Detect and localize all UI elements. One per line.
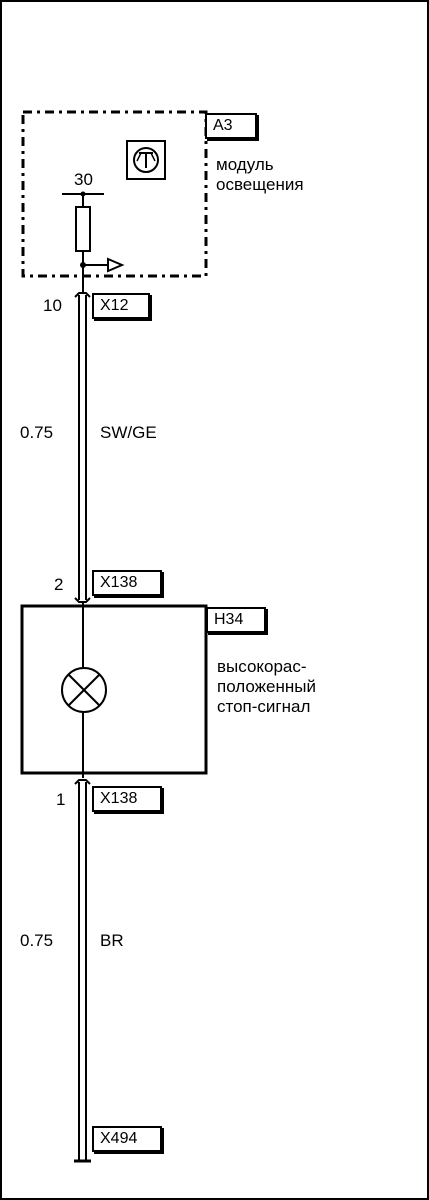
x138-top-pin-number: 2: [54, 575, 64, 594]
lamp-ref-box: H34: [206, 607, 266, 633]
wire-br: [74, 779, 91, 1152]
resistor-symbol: [75, 206, 91, 252]
module-name-line1: модуль: [216, 155, 274, 174]
wire-sw-ge: [74, 292, 91, 603]
module-boundary: [21, 110, 208, 278]
lower-wire-gauge: 0.75: [20, 931, 54, 950]
lamp-housing: [20, 604, 208, 775]
lamp-name-line2: положенный: [217, 677, 316, 696]
x138-bottom-pin-number: 1: [56, 790, 66, 809]
terminal-30-label: 30: [74, 170, 93, 189]
module-ref-box: A3: [205, 113, 257, 139]
lamp-name: высокорас- положенный стоп-сигнал: [217, 657, 316, 717]
lamp-icon: [61, 667, 107, 713]
transistor-icon: [126, 140, 166, 180]
x12-connector-box: X12: [92, 293, 150, 319]
module-name-line2: освещения: [216, 175, 304, 194]
upper-wire-gauge: 0.75: [20, 423, 54, 442]
ground-icon: [74, 1152, 91, 1163]
lamp-name-line1: высокорас-: [217, 657, 307, 676]
output-arrow-icon: [107, 257, 125, 273]
x12-pin-number: 10: [43, 296, 62, 315]
lamp-name-line3: стоп-сигнал: [217, 697, 311, 716]
module-name: модуль освещения: [216, 155, 304, 195]
x494-connector-box: X494: [92, 1126, 162, 1152]
lower-wire-color: BR: [100, 931, 124, 950]
upper-wire-color: SW/GE: [100, 423, 157, 442]
x138-top-connector-box: X138: [92, 570, 162, 596]
x138-bottom-connector-box: X138: [92, 786, 162, 812]
